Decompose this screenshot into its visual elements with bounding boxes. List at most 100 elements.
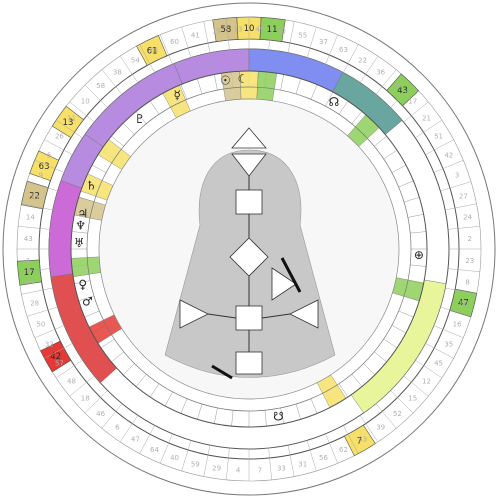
- dim-gate-number: 35: [444, 340, 453, 348]
- gate-divider: [111, 135, 124, 147]
- gate-cell: [29, 150, 60, 182]
- dim-gate-number: 21: [422, 114, 431, 122]
- gate-divider: [180, 84, 188, 100]
- gate-number: 61: [147, 46, 158, 56]
- dim-gate-number: 57: [55, 360, 64, 368]
- ajna-center: [231, 153, 267, 177]
- gate-divider: [407, 214, 424, 218]
- gate-number: 63: [39, 162, 50, 172]
- gate-tick: [375, 403, 397, 429]
- gate-tick: [415, 119, 443, 139]
- gate-divider: [383, 338, 398, 349]
- gate-tick: [440, 181, 472, 192]
- gate-tick: [26, 306, 58, 317]
- spleen-center: [179, 299, 209, 329]
- gate-cell: [17, 259, 42, 286]
- gate-tick: [101, 69, 123, 95]
- gate-tick: [21, 287, 53, 295]
- heart-center: [271, 267, 297, 301]
- gate-tick: [101, 403, 123, 429]
- gate-cell: [51, 105, 84, 139]
- gate-divider: [122, 363, 135, 376]
- dim-gate-number: 7: [258, 467, 262, 475]
- gate-tick: [181, 26, 192, 58]
- uranus-icon: ♅: [74, 236, 85, 250]
- dim-gate-number: 53: [358, 436, 367, 444]
- dim-gate-number: 10: [81, 98, 90, 106]
- gate-tick: [268, 18, 272, 50]
- channel-line-active: [211, 364, 233, 380]
- gate-tick: [181, 440, 192, 472]
- sun-icon: ☉: [220, 74, 231, 88]
- dim-gate-number: 37: [319, 38, 328, 46]
- dim-gate-number: 41: [191, 32, 200, 40]
- dim-gate-number: 22: [358, 56, 367, 64]
- gate-divider: [374, 351, 387, 363]
- gate-tick: [69, 101, 95, 123]
- saturn-icon: ♄: [86, 178, 97, 192]
- dim-gate-number: 60: [170, 38, 179, 46]
- dim-gate-number: 42: [444, 152, 453, 160]
- dim-gate-number: 29: [212, 465, 221, 473]
- dim-gate-number: 40: [170, 454, 179, 462]
- sacral-center: [235, 305, 263, 331]
- gate-divider: [135, 374, 147, 387]
- gate-tick: [440, 306, 472, 317]
- gate-tick: [159, 433, 173, 464]
- gate-tick: [359, 55, 379, 83]
- gate-number: 58: [220, 25, 231, 35]
- dim-gate-number: 48: [67, 378, 76, 386]
- gate-tick: [433, 159, 464, 173]
- dim-gate-number: 26: [55, 132, 64, 140]
- dim-gate-number: 20: [459, 300, 468, 308]
- gate-tick: [433, 325, 464, 339]
- gate-divider: [280, 407, 284, 424]
- dim-gate-number: 43: [24, 235, 33, 243]
- dim-gate-number: 12: [422, 378, 431, 386]
- gate-tick: [226, 18, 230, 50]
- dim-gate-number: 56: [319, 454, 328, 462]
- gate-divider: [391, 164, 407, 173]
- dim-gate-number: 52: [393, 410, 402, 418]
- dim-gate-number: 24: [463, 214, 472, 222]
- gate-divider: [91, 164, 107, 173]
- dim-gate-number: 34: [30, 192, 39, 200]
- gate-divider: [295, 403, 301, 420]
- dim-gate-number: 8: [465, 278, 469, 286]
- gate-tick: [325, 433, 339, 464]
- dim-gate-number: 2: [467, 235, 471, 243]
- dim-gate-number: 13: [234, 25, 243, 33]
- pluto-icon: ♇: [134, 112, 145, 126]
- dim-gate-number: 27: [459, 192, 468, 200]
- gate-tick: [69, 375, 95, 397]
- gate-divider: [338, 100, 349, 115]
- gate-tick: [425, 343, 454, 359]
- gate-tick: [18, 226, 50, 230]
- dim-gate-number: 23: [465, 257, 474, 265]
- gate-divider: [391, 325, 407, 334]
- gate-divider: [280, 74, 284, 91]
- solar-plexus-center: [289, 299, 319, 329]
- gate-tick: [448, 268, 480, 272]
- gate-tick: [425, 139, 454, 155]
- zodiac-ring-inner: [70, 70, 428, 428]
- mars-icon: ♂: [82, 295, 93, 309]
- gate-divider: [74, 280, 91, 284]
- gate-tick: [203, 21, 211, 53]
- gate-number: 7: [357, 436, 362, 446]
- gate-divider: [84, 310, 100, 318]
- gate-divider: [310, 398, 318, 414]
- dim-gate-number: 6: [115, 424, 120, 432]
- dim-gate-number: 61: [150, 46, 159, 54]
- jupiter-icon: ♃: [77, 207, 88, 221]
- gate-tick: [403, 101, 429, 123]
- dim-gate-number: 47: [131, 436, 140, 444]
- gate-tick: [55, 119, 83, 139]
- gate-tick: [268, 448, 272, 480]
- dim-gate-number: 51: [434, 132, 443, 140]
- gate-divider: [398, 180, 414, 188]
- venus-icon: ♀: [78, 277, 87, 291]
- gate-number: 42: [50, 352, 61, 362]
- gate-number: 22: [29, 192, 40, 202]
